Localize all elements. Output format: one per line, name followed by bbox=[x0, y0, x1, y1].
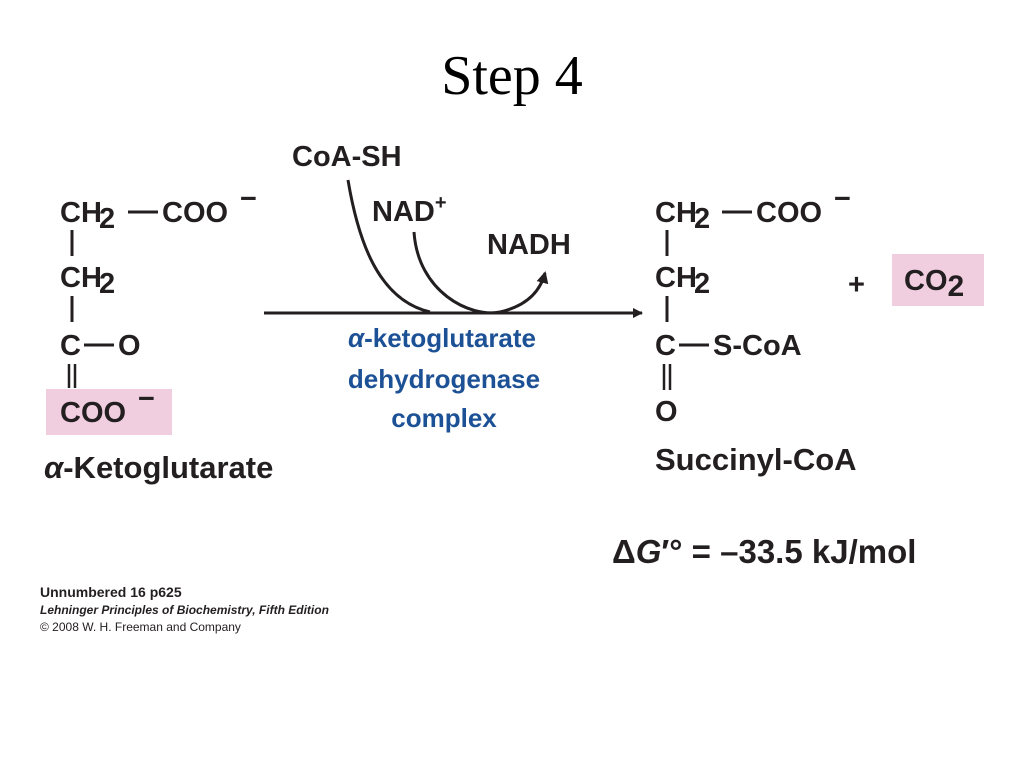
substrate-subscript-1: 2 bbox=[99, 203, 115, 235]
credit-book-title: Lehninger Principles of Biochemistry, Fi… bbox=[40, 603, 329, 617]
enzyme-line-3: complex bbox=[391, 403, 497, 433]
enzyme-alpha: α bbox=[348, 323, 366, 353]
nad-charge: + bbox=[435, 192, 447, 214]
substrate-name-text: -Ketoglutarate bbox=[63, 450, 273, 485]
product-ch-1: CH bbox=[655, 197, 697, 229]
g-symbol: G bbox=[636, 533, 662, 570]
product-subscript-1: 2 bbox=[694, 203, 710, 235]
product-name: Succinyl-CoA bbox=[655, 442, 857, 477]
product-thioester: S-CoA bbox=[713, 330, 802, 362]
substrate-ch-1: CH bbox=[60, 197, 102, 229]
substrate-charge-top: − bbox=[240, 183, 257, 215]
product-carbonyl-c: C bbox=[655, 330, 676, 362]
co2-text: CO bbox=[904, 265, 948, 297]
substrate-coo-bottom: COO bbox=[60, 397, 126, 429]
substrate-carbonyl-c: C bbox=[60, 330, 81, 362]
delta-g-number: ′° = –33.5 kJ/mol bbox=[661, 533, 916, 570]
substrate-subscript-2: 2 bbox=[99, 268, 115, 300]
nadh-label: NADH bbox=[487, 229, 571, 261]
alpha-ketoglutarate-structure: CH 2 COO − CH 2 C O COO − bbox=[46, 183, 257, 435]
substrate-coo-top: COO bbox=[162, 197, 228, 229]
product-ch-2: CH bbox=[655, 262, 697, 294]
enzyme-label: α-ketoglutarate dehydrogenase complex bbox=[348, 323, 540, 433]
substrate-charge-bottom: − bbox=[138, 383, 155, 415]
product-subscript-2: 2 bbox=[694, 268, 710, 300]
coash-curve-arrow bbox=[346, 179, 431, 314]
nad-text: NAD bbox=[372, 196, 435, 228]
coash-label: CoA-SH bbox=[292, 141, 402, 173]
credit-figure-number: Unnumbered 16 p625 bbox=[40, 584, 182, 600]
substrate-ch-2: CH bbox=[60, 262, 102, 294]
substrate-carbonyl-o: O bbox=[118, 330, 141, 362]
enzyme-line-1: α-ketoglutarate bbox=[348, 323, 536, 353]
credit-copyright: © 2008 W. H. Freeman and Company bbox=[40, 620, 241, 634]
product-carbonyl-o: O bbox=[655, 396, 678, 428]
co2-label: CO2 bbox=[904, 265, 964, 303]
slide-title: Step 4 bbox=[441, 45, 583, 107]
succinyl-coa-structure: CH 2 COO − CH 2 C S-CoA O bbox=[655, 183, 851, 428]
reaction-arrow-group: CoA-SH NAD+ NADH bbox=[264, 141, 643, 318]
delta-g-value: ΔG′° = –33.5 kJ/mol bbox=[612, 533, 916, 570]
substrate-name-alpha: α bbox=[44, 450, 65, 485]
nad-label: NAD+ bbox=[372, 192, 447, 228]
nad-to-nadh-curve-arrow bbox=[412, 231, 549, 315]
enzyme-line-1-text: -ketoglutarate bbox=[364, 323, 536, 353]
co2-group: CO2 bbox=[892, 254, 984, 306]
enzyme-line-2: dehydrogenase bbox=[348, 364, 540, 394]
product-coo-top: COO bbox=[756, 197, 822, 229]
co2-subscript: 2 bbox=[948, 270, 965, 303]
plus-sign: + bbox=[848, 269, 865, 301]
coo-highlight-box bbox=[46, 389, 172, 435]
co2-highlight-box bbox=[892, 254, 984, 306]
delta-symbol: Δ bbox=[612, 533, 636, 570]
substrate-name: α-Ketoglutarate bbox=[44, 450, 273, 485]
product-charge-top: − bbox=[834, 183, 851, 215]
